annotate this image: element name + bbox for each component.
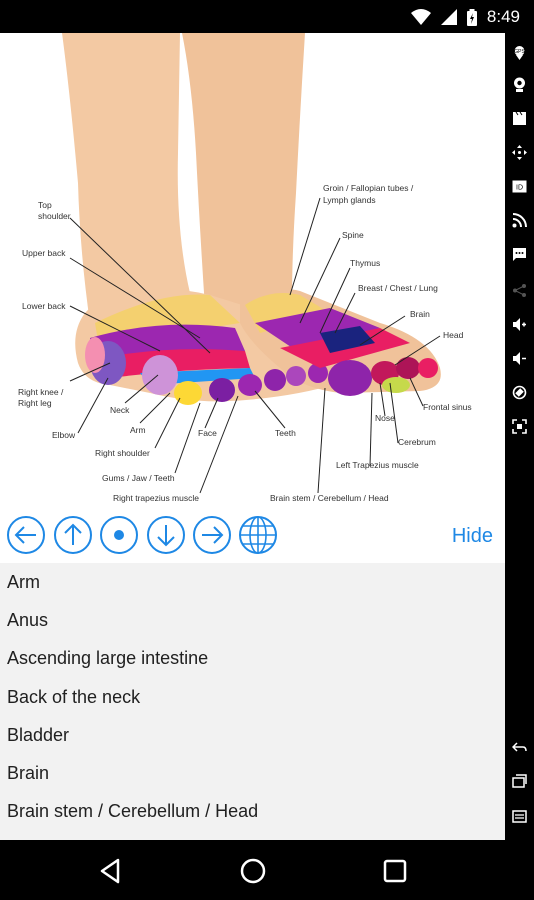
rss-icon[interactable]: [512, 213, 527, 228]
label-gums-jaw-teeth: Gums / Jaw / Teeth: [102, 473, 175, 483]
label-elbow: Elbow: [52, 430, 76, 440]
list-item[interactable]: Bladder: [7, 724, 70, 745]
rotate-icon[interactable]: [512, 385, 527, 400]
list-item[interactable]: Brain stem / Cerebellum / Head: [7, 801, 259, 822]
menu-icon[interactable]: [512, 809, 527, 824]
svg-text:GPS: GPS: [514, 49, 525, 55]
label-arm: Arm: [130, 425, 146, 435]
wifi-icon: [410, 9, 431, 25]
webcam-icon[interactable]: [512, 77, 527, 92]
label-brain: Brain: [410, 309, 430, 319]
fullscreen-icon[interactable]: [512, 419, 527, 434]
label-lower-back: Lower back: [22, 301, 66, 311]
volume-down-icon[interactable]: [512, 351, 527, 366]
video-clapper-icon[interactable]: [512, 111, 527, 126]
list-item[interactable]: Arm: [7, 572, 40, 592]
center-dot-icon[interactable]: [99, 515, 139, 555]
list-item[interactable]: Anus: [7, 610, 49, 631]
label-thymus: Thymus: [350, 258, 380, 268]
label-left-trapezius: Left Trapezius muscle: [336, 460, 419, 470]
volume-up-icon[interactable]: [512, 317, 527, 332]
nav-recents-icon[interactable]: [380, 856, 410, 886]
label-brain-stem: Brain stem / Cerebellum / Head: [270, 493, 389, 503]
emulator-sidebar: GPS ID: [505, 33, 534, 892]
signal-icon: [440, 9, 457, 25]
right-leg: [62, 33, 200, 323]
battery-icon: [466, 8, 477, 26]
label-right-trapezius: Right trapezius muscle: [113, 493, 199, 503]
label-right-knee-leg: Right knee /Right leg: [18, 387, 64, 408]
label-head: Head: [443, 330, 464, 340]
label-face: Face: [198, 428, 217, 438]
nav-back-icon[interactable]: [96, 856, 126, 886]
body-part-list: Arm Anus Ascending large intestine Back …: [0, 563, 505, 840]
status-time: 8:49: [486, 7, 520, 26]
status-bar: 8:49: [0, 0, 534, 33]
gps-icon[interactable]: GPS: [512, 45, 527, 60]
label-neck: Neck: [110, 405, 130, 415]
arrow-down-icon[interactable]: [146, 515, 186, 555]
list-item[interactable]: Back of the neck: [7, 686, 141, 707]
label-groin: Groin / Fallopian tubes /Lymph glands: [323, 183, 414, 205]
label-nose: Nose: [375, 413, 395, 423]
list-item[interactable]: Brain: [7, 762, 50, 783]
back-icon[interactable]: [512, 740, 527, 755]
list-item[interactable]: Ascending large intestine: [7, 648, 209, 669]
globe-icon[interactable]: [238, 515, 278, 555]
label-spine: Spine: [342, 230, 364, 240]
arrow-up-icon[interactable]: [53, 515, 93, 555]
arrow-right-icon[interactable]: [192, 515, 232, 555]
arrow-left-icon[interactable]: [6, 515, 46, 555]
label-teeth: Teeth: [275, 428, 296, 438]
nav-home-icon[interactable]: [238, 856, 268, 886]
label-cerebrum: Cerebrum: [398, 437, 436, 447]
dpad-icon[interactable]: [512, 145, 527, 160]
svg-text:ID: ID: [516, 185, 523, 192]
id-card-icon[interactable]: ID: [512, 179, 527, 194]
recents-icon[interactable]: [512, 774, 527, 789]
label-upper-back: Upper back: [22, 248, 66, 258]
navigation-toolbar: Hide: [0, 511, 505, 563]
label-frontal-sinus: Frontal sinus: [423, 402, 472, 412]
hide-button[interactable]: Hide: [451, 525, 493, 547]
label-breast-chest-lung: Breast / Chest / Lung: [358, 283, 438, 293]
sms-icon[interactable]: [512, 247, 527, 262]
share-icon[interactable]: [512, 283, 527, 298]
navigation-bar: [0, 840, 534, 900]
left-leg: [182, 33, 305, 308]
label-right-shoulder: Right shoulder: [95, 448, 150, 458]
